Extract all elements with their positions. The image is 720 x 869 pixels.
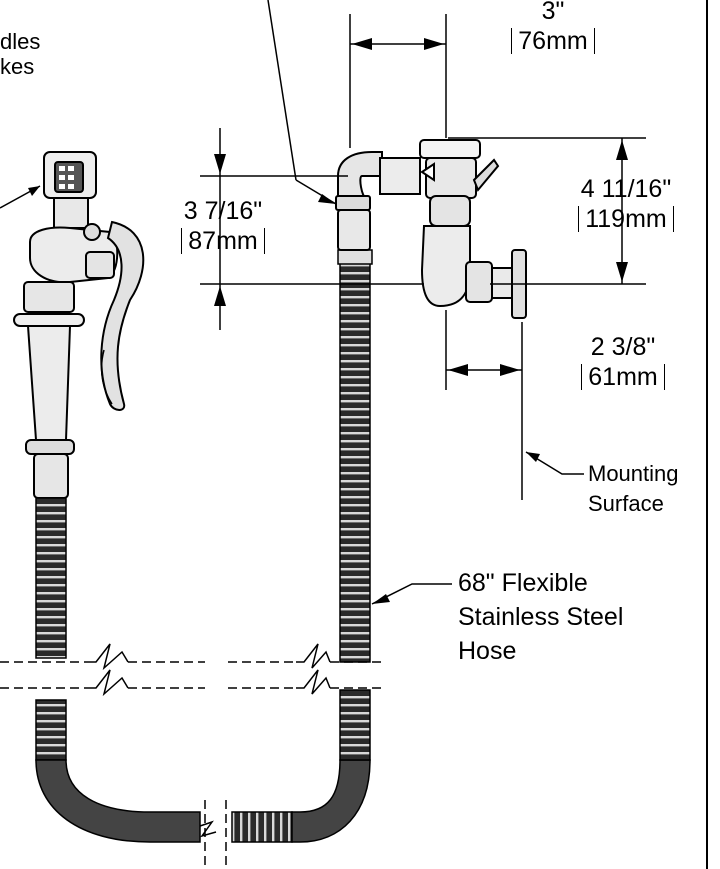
mounting-label-line-2: Surface [588, 491, 664, 516]
depth-mm: 61mm [581, 364, 665, 390]
handles-label-line-2: kes [0, 54, 35, 79]
depth-inches: 2 3/8" [590, 333, 656, 361]
wall-valve-assembly [335, 139, 527, 319]
height-mm: 87mm [181, 228, 265, 254]
spray-valve-assembly [0, 151, 145, 499]
height-inches: 3 7/16" [183, 197, 263, 225]
width-dimension: 3" 76mm [478, 0, 628, 54]
height-dimension: 3 7/16" 87mm [148, 198, 298, 254]
width-mm: 76mm [511, 28, 595, 54]
handles-label-line-1: dles [0, 29, 41, 54]
dimension-lines [200, 0, 646, 605]
valve-mm: 119mm [578, 206, 674, 232]
hose-label-line-2: Stainless Steel [458, 603, 624, 631]
flexible-hose [35, 249, 373, 843]
depth-dimension: 2 3/8" 61mm [548, 334, 698, 390]
hose-label-line-3: Hose [458, 637, 517, 665]
break-lines [0, 643, 384, 869]
hose-label-line-1: 68" Flexible [458, 569, 588, 597]
mounting-label-line-1: Mounting [588, 461, 679, 486]
width-inches: 3" [541, 0, 565, 25]
valve-inches: 4 11/16" [580, 175, 672, 203]
valve-dimension: 4 11/16" 119mm [546, 176, 706, 232]
